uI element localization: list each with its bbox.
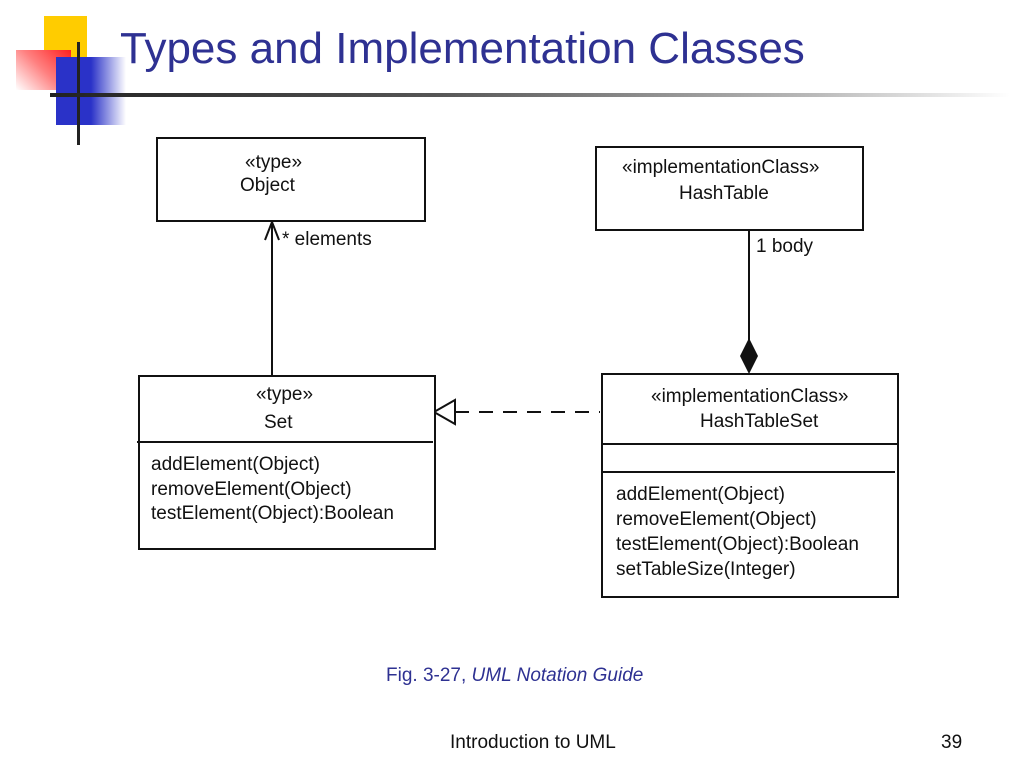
open-arrowhead (264, 219, 280, 241)
class-hashtableset (601, 373, 899, 598)
set-operation: testElement(Object):Boolean (151, 503, 394, 524)
hashtable-name: HashTable (679, 183, 769, 204)
figure-caption: Fig. 3-27, UML Notation Guide (386, 665, 643, 687)
set-divider (137, 441, 433, 443)
object-stereotype: «type» (245, 152, 303, 173)
class-object (156, 137, 426, 222)
hashtableset-name: HashTableSet (700, 411, 819, 432)
composition-diamond (740, 338, 758, 374)
hashtableset-operation: addElement(Object) (616, 484, 785, 505)
hashtableset-divider (601, 471, 895, 473)
set-operation: removeElement(Object) (151, 479, 352, 500)
hashtableset-operation: testElement(Object):Boolean (616, 534, 859, 555)
class-set (138, 375, 436, 550)
hashtableset-operation: setTableSize(Integer) (616, 559, 796, 580)
caption-prefix: Fig. 3-27, (386, 665, 472, 686)
slide-title: Types and Implementation Classes (120, 24, 805, 73)
realization-triangle (431, 398, 456, 426)
set-operation: addElement(Object) (151, 454, 320, 475)
logo-blue-square (56, 57, 126, 125)
composition-label: 1 body (756, 236, 814, 257)
title-rule (50, 93, 1010, 97)
association-label: * elements (282, 229, 372, 250)
hashtableset-divider (601, 443, 898, 445)
hashtableset-operation: removeElement(Object) (616, 509, 817, 530)
page-number: 39 (941, 732, 963, 753)
caption-source: UML Notation Guide (471, 665, 644, 686)
hashtable-stereotype: «implementationClass» (622, 157, 820, 178)
set-name: Set (264, 412, 293, 433)
set-stereotype: «type» (256, 384, 314, 405)
class-hashtable (595, 146, 864, 231)
slide-footer: Introduction to UML (450, 732, 616, 753)
object-name: Object (240, 175, 295, 196)
hashtableset-stereotype: «implementationClass» (651, 386, 849, 407)
